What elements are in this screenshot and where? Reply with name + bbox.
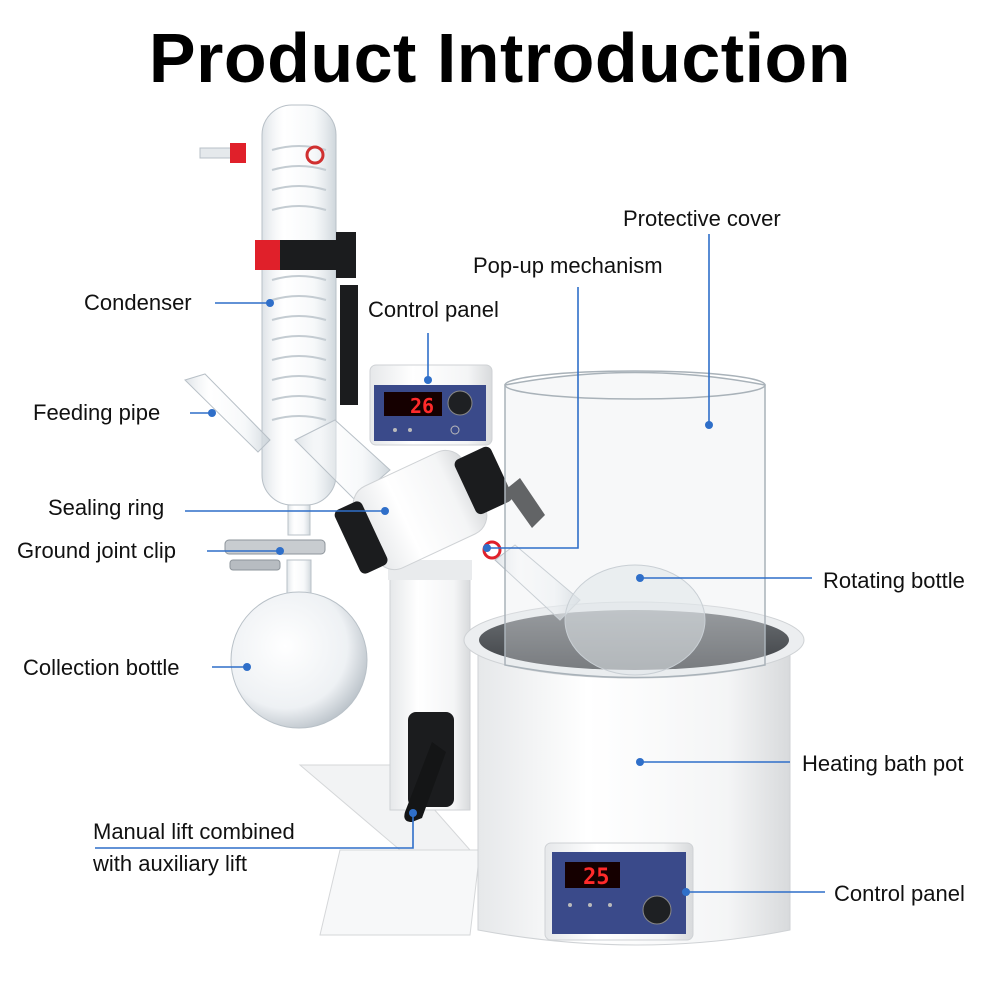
dot-rotating-bottle	[636, 574, 644, 582]
label-sealing-ring: Sealing ring	[48, 495, 165, 520]
label-collection-bottle: Collection bottle	[23, 655, 180, 680]
dot-ground-joint-clip	[276, 547, 284, 555]
leader-popup-mechanism	[487, 287, 579, 549]
rotating-bottle	[494, 544, 706, 676]
condenser	[199, 104, 358, 536]
vapor-duct	[294, 419, 391, 501]
feeding-pipe	[184, 373, 271, 453]
leader-dots	[208, 299, 713, 896]
top-display-value: 26	[410, 394, 434, 418]
label-popup-mechanism: Pop-up mechanism	[473, 253, 663, 278]
protective-cover	[504, 370, 766, 679]
dot-sealing-ring	[381, 507, 389, 515]
top-control-panel: 26	[369, 364, 493, 446]
label-condenser: Condenser	[84, 290, 192, 315]
dot-popup-mechanism	[483, 544, 491, 552]
page-title: Product Introduction	[148, 19, 852, 97]
dot-control-panel-bottom	[682, 888, 690, 896]
label-feeding-pipe: Feeding pipe	[33, 400, 161, 425]
label-ground-joint-clip: Ground joint clip	[17, 538, 176, 563]
label-protective-cover: Protective cover	[623, 206, 781, 231]
dot-feeding-pipe	[208, 409, 216, 417]
manual-lift-handle	[404, 712, 454, 822]
label-control-panel-top: Control panel	[368, 297, 499, 322]
leader-manual-lift	[95, 815, 414, 849]
collection-bottle	[230, 559, 368, 729]
bottom-display-value: 25	[583, 865, 610, 890]
dot-heating-bath-pot	[636, 758, 644, 766]
dot-manual-lift	[409, 809, 417, 817]
dot-protective-cover	[705, 421, 713, 429]
dot-condenser	[266, 299, 274, 307]
label-manual-lift-line1: Manual lift combined	[93, 819, 295, 844]
label-rotating-bottle: Rotating bottle	[823, 568, 965, 593]
dot-control-panel-top	[424, 376, 432, 384]
label-control-panel-bottom: Control panel	[834, 881, 965, 906]
leader-lines	[95, 234, 825, 893]
motor-head	[334, 446, 545, 574]
dot-collection-bottle	[243, 663, 251, 671]
label-heating-bath-pot: Heating bath pot	[802, 751, 964, 776]
label-manual-lift-line2: with auxiliary lift	[93, 851, 248, 876]
